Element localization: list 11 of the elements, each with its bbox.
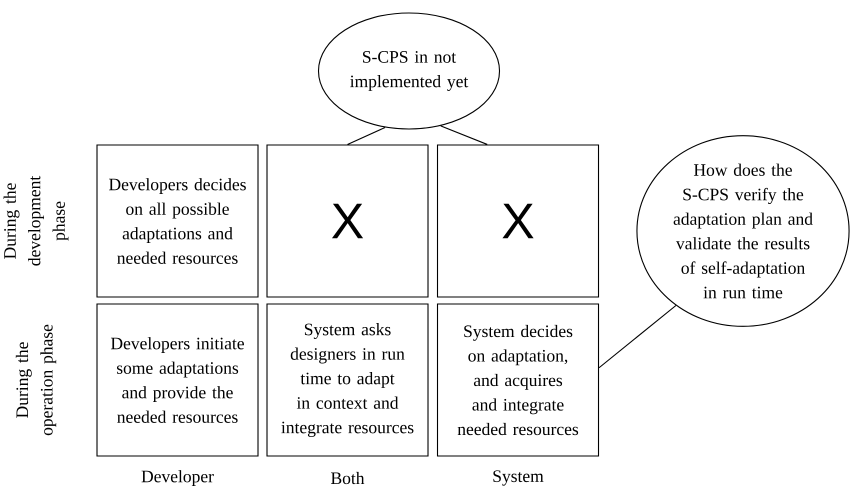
- cell-box: System asks designers in run time to adapt in context and integrate resources: [266, 303, 429, 457]
- connector-line: [347, 126, 386, 145]
- row-label: During the development phase: [4, 176, 68, 266]
- connector-line: [440, 125, 488, 145]
- crossed-cell-box: X: [436, 144, 600, 298]
- row-label: During the operation phase: [16, 324, 56, 436]
- cell-box: System decides on adaptation, and acquires and integrate needed resources: [436, 303, 600, 457]
- cell-box: Developers decides on all possible adaptations and needed resources: [96, 144, 259, 298]
- crossed-cell-box: X: [266, 144, 429, 298]
- cell-box: Developers initiate some adaptations and provide the needed resources: [96, 303, 259, 457]
- connector-line: [598, 305, 676, 368]
